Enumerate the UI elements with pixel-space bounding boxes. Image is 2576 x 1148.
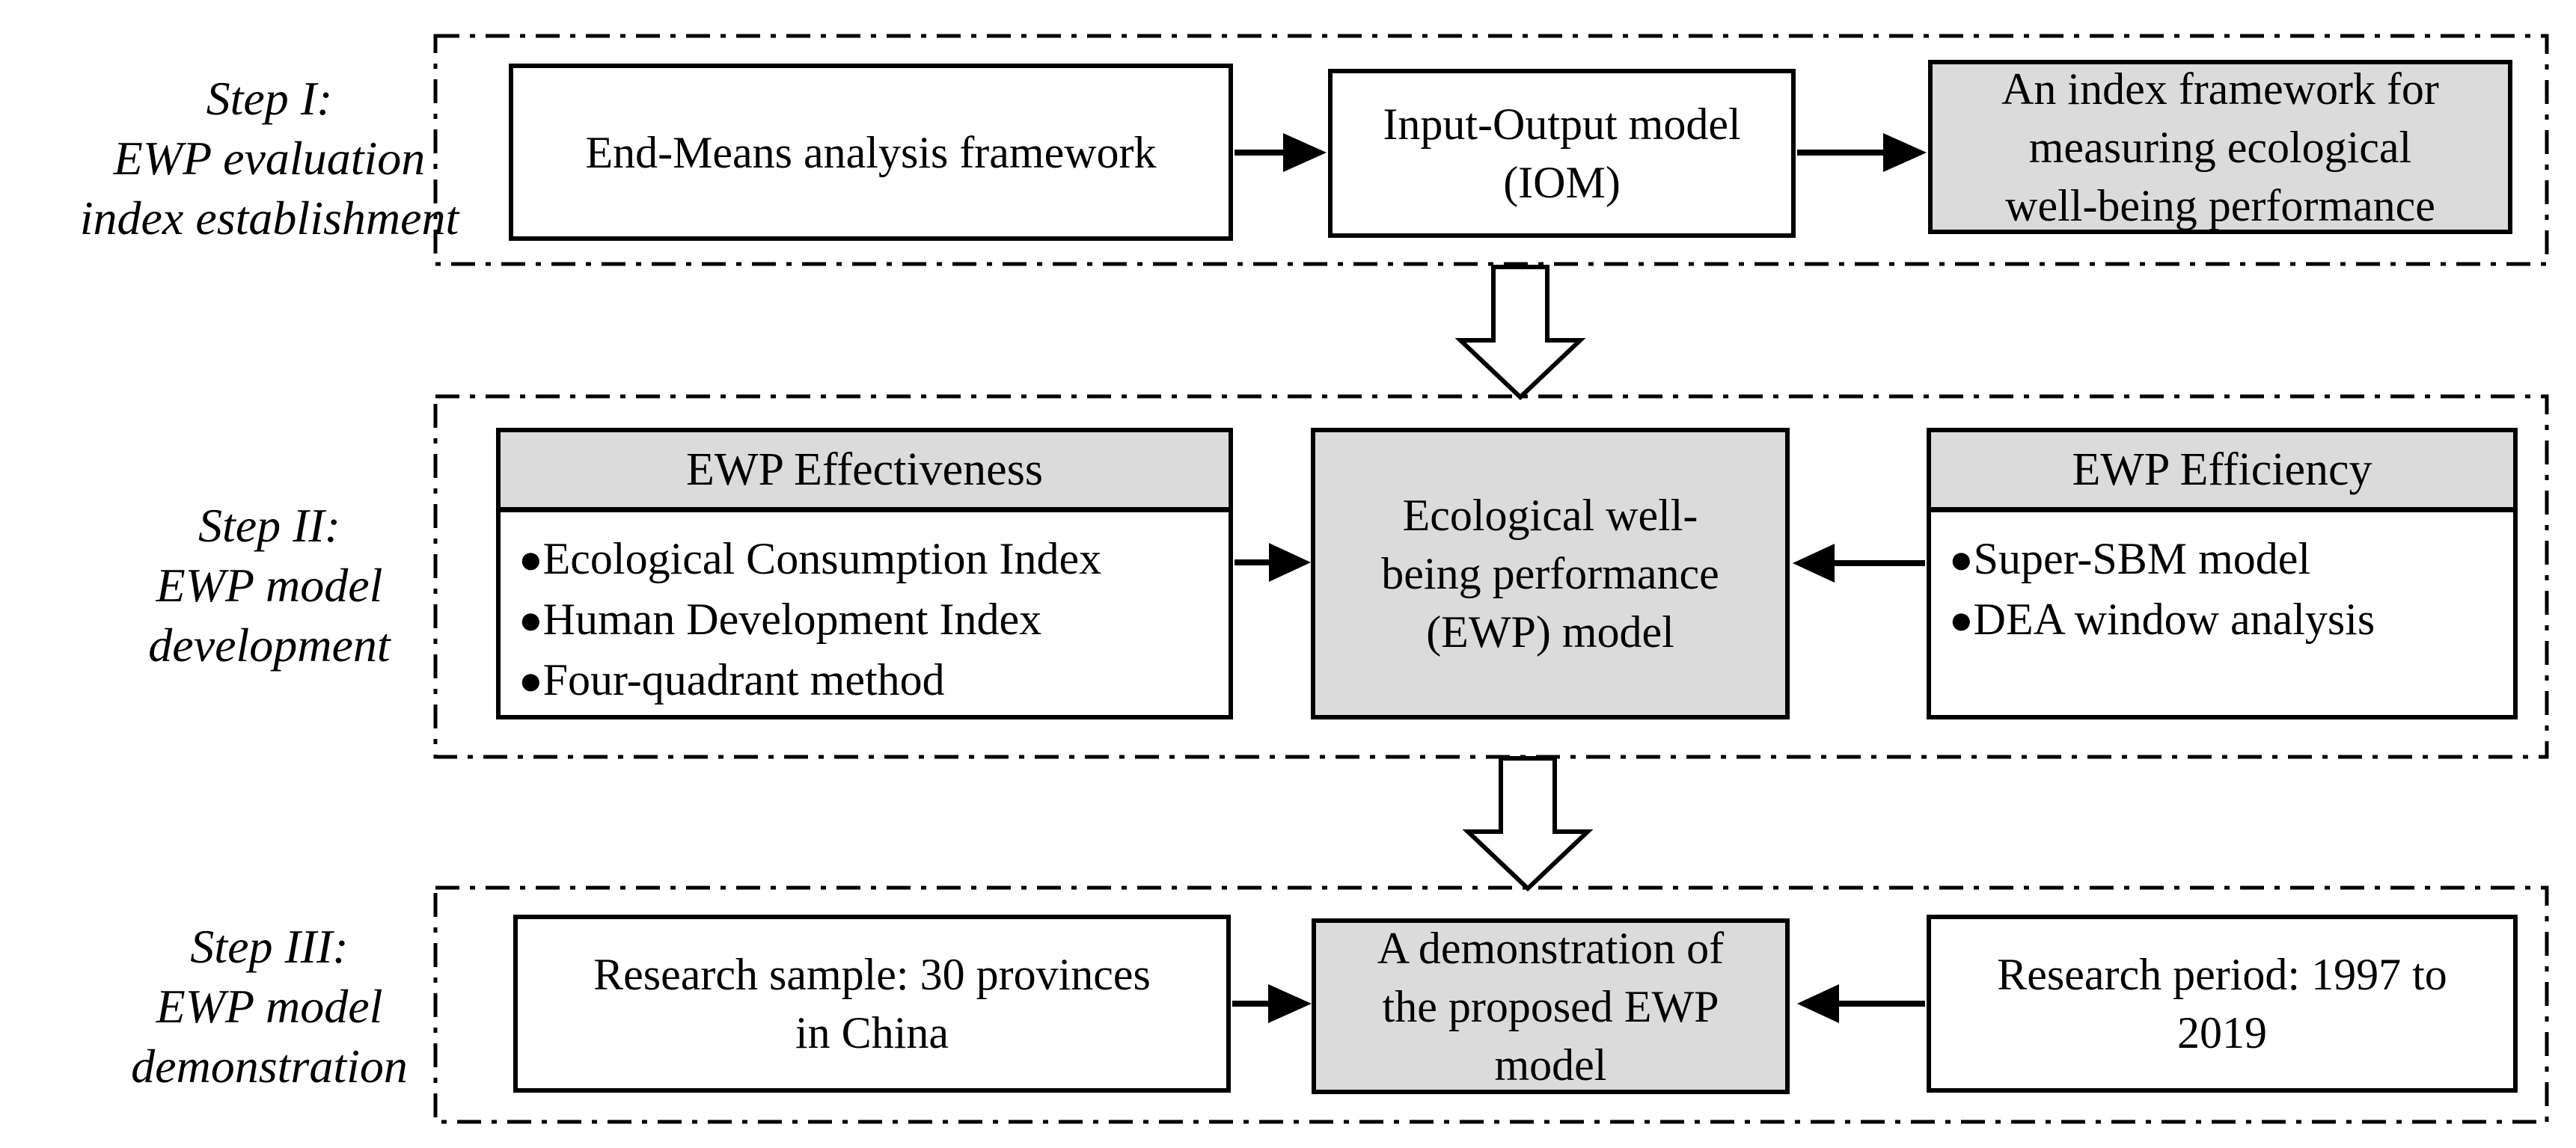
demonstration-box-text-line: model: [1494, 1040, 1607, 1090]
index-framework-box: An index framework for measuring ecologi…: [1928, 60, 2512, 234]
step1-container-border: [433, 34, 2549, 266]
bullet-icon: ●: [1949, 537, 1974, 582]
effectiveness-panel-header: EWP Effectiveness: [501, 432, 1229, 512]
step1-label: Step I: EWP evaluation index establishme…: [22, 69, 516, 248]
bullet-item: ●Ecological Consumption Index: [518, 529, 1221, 589]
step2-label-line: Step II:: [198, 499, 341, 552]
bullet-icon: ●: [518, 658, 543, 703]
bullet-item-text: Super-SBM model: [1973, 534, 2311, 583]
arrow-research-period-to-demonstration: [1797, 984, 1925, 1023]
bullet-icon: ●: [518, 598, 543, 642]
bullet-item: ●Super-SBM model: [1949, 529, 2506, 589]
effectiveness-panel-body: ●Ecological Consumption Index ●Human Dev…: [501, 512, 1229, 710]
arrow-efficiency-to-ewp-model: [1793, 544, 1925, 583]
iom-box-text-line: Input-Output model: [1383, 99, 1741, 149]
research-sample-box-text-line: Research sample: 30 provinces: [593, 950, 1151, 999]
demonstration-box-text-line: A demonstration of: [1377, 923, 1725, 973]
bullet-item-text: Human Development Index: [542, 595, 1042, 644]
step3-label: Step III: EWP model demonstration: [22, 917, 516, 1096]
step2-container-border: [433, 394, 2549, 759]
step1-label-line: Step I:: [206, 72, 333, 125]
efficiency-panel-title: EWP Efficiency: [2072, 443, 2372, 495]
efficiency-panel-header: EWP Efficiency: [1931, 432, 2513, 512]
research-sample-box: Research sample: 30 provinces in China: [513, 915, 1231, 1093]
research-period-box: Research period: 1997 to 2019: [1927, 915, 2518, 1093]
research-sample-box-text-line: in China: [795, 1008, 949, 1058]
bullet-item-text: Four-quadrant method: [542, 655, 945, 705]
bullet-item-text: DEA window analysis: [1973, 595, 2375, 644]
bullet-icon: ●: [518, 537, 543, 582]
effectiveness-panel-title: EWP Effectiveness: [686, 443, 1043, 495]
end-means-box: End-Means analysis framework: [509, 64, 1233, 241]
research-period-box-text-line: Research period: 1997 to: [1997, 950, 2447, 999]
ewp-model-box-text-line: Ecological well-: [1402, 491, 1698, 540]
research-period-box-text-line: 2019: [2177, 1008, 2267, 1058]
index-framework-box-text-line: measuring ecological: [2028, 122, 2412, 172]
efficiency-panel: EWP Efficiency ●Super-SBM model ●DEA win…: [1927, 428, 2518, 719]
ewp-model-box: Ecological well- being performance (EWP)…: [1311, 428, 1790, 719]
step3-label-line: Step III:: [190, 920, 349, 973]
bullet-item: ●Human Development Index: [518, 589, 1221, 650]
step1-label-line: EWP evaluation: [113, 132, 426, 185]
ewp-model-box-text-line: (EWP) model: [1426, 607, 1674, 657]
arrow-effectiveness-to-ewp-model: [1235, 543, 1311, 582]
step1-label-line: index establishment: [79, 191, 459, 245]
step2-label-line: development: [148, 618, 391, 672]
efficiency-panel-body: ●Super-SBM model ●DEA window analysis: [1931, 512, 2513, 650]
iom-box: Input-Output model (IOM): [1328, 69, 1796, 238]
bullet-item: ●DEA window analysis: [1949, 589, 2506, 650]
index-framework-box-text-line: well-being performance: [2005, 180, 2435, 230]
down-arrow-step1-to-step2: [1454, 265, 1586, 401]
demonstration-box-text-line: the proposed EWP: [1382, 981, 1719, 1031]
arrow-iom-to-index-framework: [1797, 133, 1927, 172]
bullet-icon: ●: [1949, 598, 1974, 642]
step2-label-line: EWP model: [156, 559, 383, 612]
step3-label-line: demonstration: [131, 1040, 408, 1093]
index-framework-box-text-line: An index framework for: [2001, 64, 2439, 114]
bullet-item: ●Four-quadrant method: [518, 650, 1221, 710]
down-arrow-step2-to-step3: [1462, 756, 1594, 892]
step3-container-border: [433, 885, 2549, 1124]
ewp-model-box-text-line: being performance: [1381, 549, 1719, 598]
arrow-research-sample-to-demonstration: [1232, 984, 1312, 1023]
iom-box-text-line: (IOM): [1503, 158, 1621, 207]
end-means-box-text: End-Means analysis framework: [585, 127, 1157, 177]
arrow-end-means-to-iom: [1235, 133, 1327, 172]
demonstration-box: A demonstration of the proposed EWP mode…: [1312, 918, 1790, 1094]
effectiveness-panel: EWP Effectiveness ●Ecological Consumptio…: [496, 428, 1233, 719]
step2-label: Step II: EWP model development: [22, 496, 516, 675]
bullet-item-text: Ecological Consumption Index: [542, 534, 1102, 583]
step3-label-line: EWP model: [156, 980, 383, 1033]
